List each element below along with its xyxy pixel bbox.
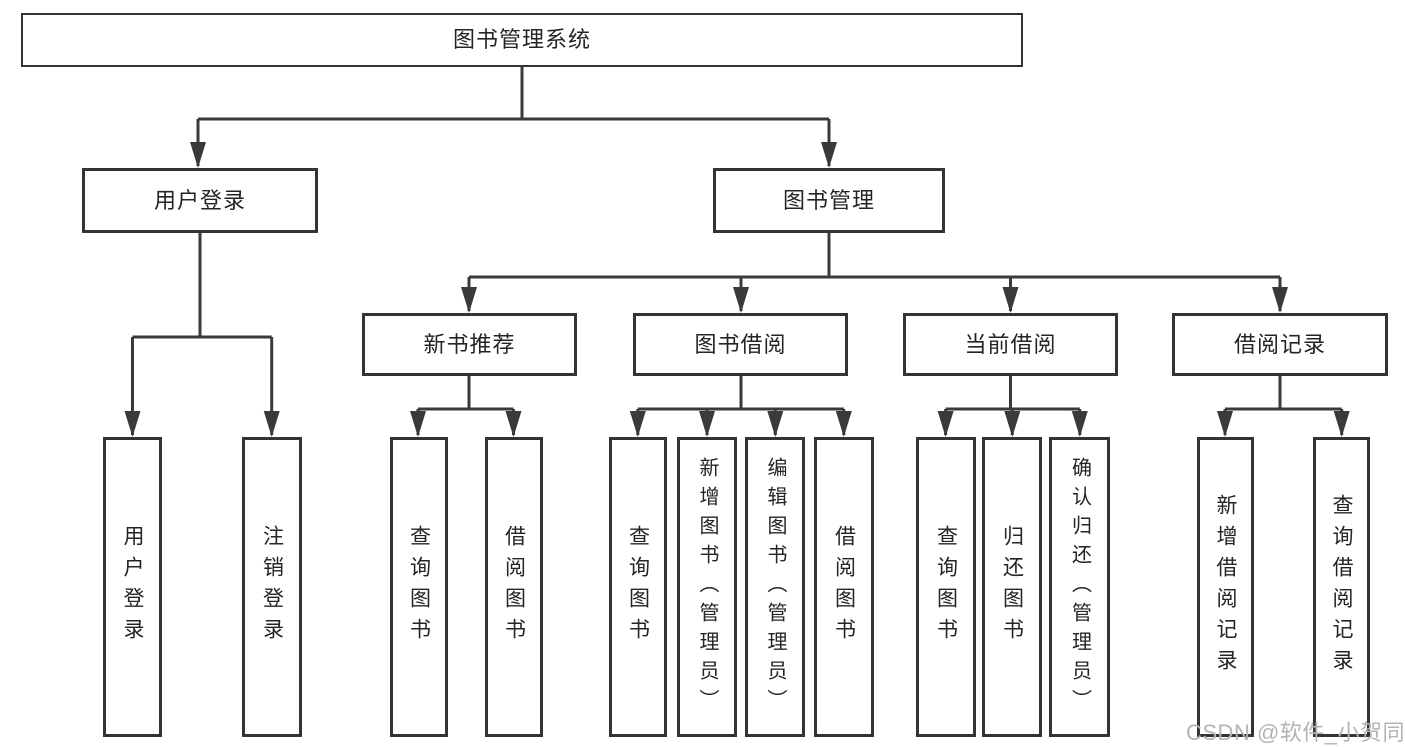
leaf-edit-book-admin: 编辑图书（管理员） xyxy=(745,437,805,737)
leaf-label: 用户登录 xyxy=(121,525,144,649)
leaf-query-borrow-record: 查询借阅记录 xyxy=(1313,437,1370,737)
leaf-label: 新增借阅记录 xyxy=(1214,494,1237,680)
leaf-borrow-books-1: 借阅图书 xyxy=(485,437,543,737)
arrowheads xyxy=(124,142,1350,437)
edge-borrowing-records-branch xyxy=(1223,376,1344,435)
edge-new-book-branch xyxy=(416,376,515,435)
leaf-return-books: 归还图书 xyxy=(982,437,1042,737)
node-current-borrowing: 当前借阅 xyxy=(903,313,1118,376)
leaf-label: 查询图书 xyxy=(626,525,650,649)
edge-root-branch xyxy=(196,67,831,166)
leaf-borrow-books-2: 借阅图书 xyxy=(814,437,874,737)
leaf-label: 查询图书 xyxy=(407,525,431,649)
leaf-user-login: 用户登录 xyxy=(103,437,162,737)
leaf-query-books-1: 查询图书 xyxy=(390,437,448,737)
leaf-label: 查询图书 xyxy=(934,525,958,649)
leaf-add-book-admin: 新增图书（管理员） xyxy=(677,437,737,737)
leaf-label: 查询借阅记录 xyxy=(1330,494,1353,680)
node-book-management: 图书管理 xyxy=(713,168,945,233)
edge-book-borrowing-branch xyxy=(636,376,846,435)
leaf-query-books-2: 查询图书 xyxy=(609,437,667,737)
leaf-label: 新增图书（管理员） xyxy=(696,456,718,718)
leaf-logout: 注销登录 xyxy=(242,437,302,737)
edge-user-login-branch xyxy=(131,233,274,435)
leaf-label: 借阅图书 xyxy=(832,525,856,649)
leaf-label: 借阅图书 xyxy=(502,525,526,649)
leaf-label: 注销登录 xyxy=(260,525,284,649)
leaf-add-borrow-record: 新增借阅记录 xyxy=(1197,437,1254,737)
leaf-confirm-return-admin: 确认归还（管理员） xyxy=(1049,437,1110,737)
node-new-book-recommendation: 新书推荐 xyxy=(362,313,577,376)
leaf-query-books-3: 查询图书 xyxy=(916,437,976,737)
node-user-login: 用户登录 xyxy=(82,168,318,233)
csdn-watermark: CSDN @软件_小贺同学 xyxy=(1186,720,1405,745)
node-library-management-system: 图书管理系统 xyxy=(21,13,1023,67)
leaf-label: 归还图书 xyxy=(1000,525,1024,649)
edge-book-management-branch xyxy=(467,233,1282,311)
node-book-borrowing: 图书借阅 xyxy=(633,313,848,376)
node-borrowing-records: 借阅记录 xyxy=(1172,313,1388,376)
leaf-label: 编辑图书（管理员） xyxy=(764,456,786,718)
leaf-label: 确认归还（管理员） xyxy=(1068,456,1091,718)
